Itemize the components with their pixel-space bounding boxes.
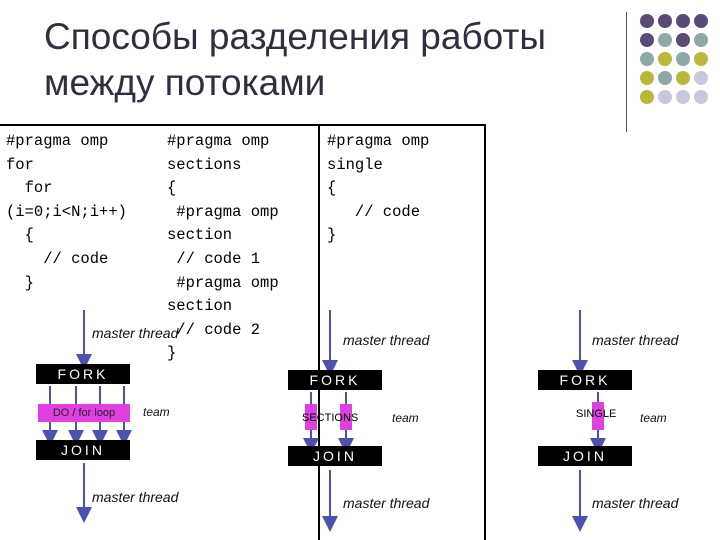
diagram-single-join: JOIN xyxy=(538,446,632,466)
dot-icon xyxy=(658,14,672,28)
diagram-for-team: team xyxy=(143,405,170,419)
column-divider-1 xyxy=(318,124,320,540)
code-top-rule xyxy=(0,124,486,126)
slide-title-line1: Способы разделения работы xyxy=(44,16,546,57)
section-block-1 xyxy=(305,404,317,430)
slide-title: Способы разделения работы между потоками xyxy=(44,14,624,106)
dot-icon xyxy=(676,71,690,85)
diagram-for-join: JOIN xyxy=(36,440,130,460)
dot-icon xyxy=(676,90,690,104)
diagram-sections-master-bottom: master thread xyxy=(343,495,430,511)
single-block xyxy=(592,402,604,430)
dot-icon xyxy=(658,90,672,104)
dot-icon xyxy=(658,52,672,66)
section-block-2 xyxy=(340,404,352,430)
diagram-sections-work: SECTIONS xyxy=(302,412,359,424)
dot-icon xyxy=(640,71,654,85)
dot-icon xyxy=(640,90,654,104)
dot-icon xyxy=(640,33,654,47)
diagram-single-team: team xyxy=(640,411,667,425)
dot-icon xyxy=(694,71,708,85)
dot-icon xyxy=(640,14,654,28)
diagram-single-work: SINGLE xyxy=(576,408,617,420)
dot-icon xyxy=(676,52,690,66)
dot-icon xyxy=(658,71,672,85)
diagram-for-master-bottom: master thread xyxy=(92,489,179,505)
dot-icon xyxy=(694,90,708,104)
title-divider xyxy=(626,12,627,132)
dot-icon xyxy=(640,52,654,66)
dot-icon xyxy=(694,14,708,28)
diagram-sections-team: team xyxy=(392,411,419,425)
dot-icon xyxy=(694,33,708,47)
dot-icon xyxy=(676,33,690,47)
diagram-single-fork: FORK xyxy=(538,370,632,390)
dot-icon xyxy=(676,14,690,28)
diagram-sections-fork: FORK xyxy=(288,370,382,390)
diagram-single-master-bottom: master thread xyxy=(592,495,679,511)
dot-icon xyxy=(658,33,672,47)
diagram-sections-join: JOIN xyxy=(288,446,382,466)
diagram-single-master-top: master thread xyxy=(592,332,679,348)
column-divider-2 xyxy=(484,124,486,540)
code-omp-single: #pragma omp single { // code } xyxy=(327,132,430,245)
diagram-for-fork: FORK xyxy=(36,364,130,384)
slide-title-line2: между потоками xyxy=(44,62,326,103)
diagram-for-work: DO / for loop xyxy=(38,404,130,422)
code-omp-sections: #pragma omp sections { #pragma omp secti… xyxy=(167,132,279,363)
diagram-for-master-top: master thread xyxy=(92,325,179,341)
dot-icon xyxy=(694,52,708,66)
code-omp-for: #pragma omp for for (i=0;i<N;i++) { // c… xyxy=(6,132,127,292)
diagram-sections-master-top: master thread xyxy=(343,332,430,348)
